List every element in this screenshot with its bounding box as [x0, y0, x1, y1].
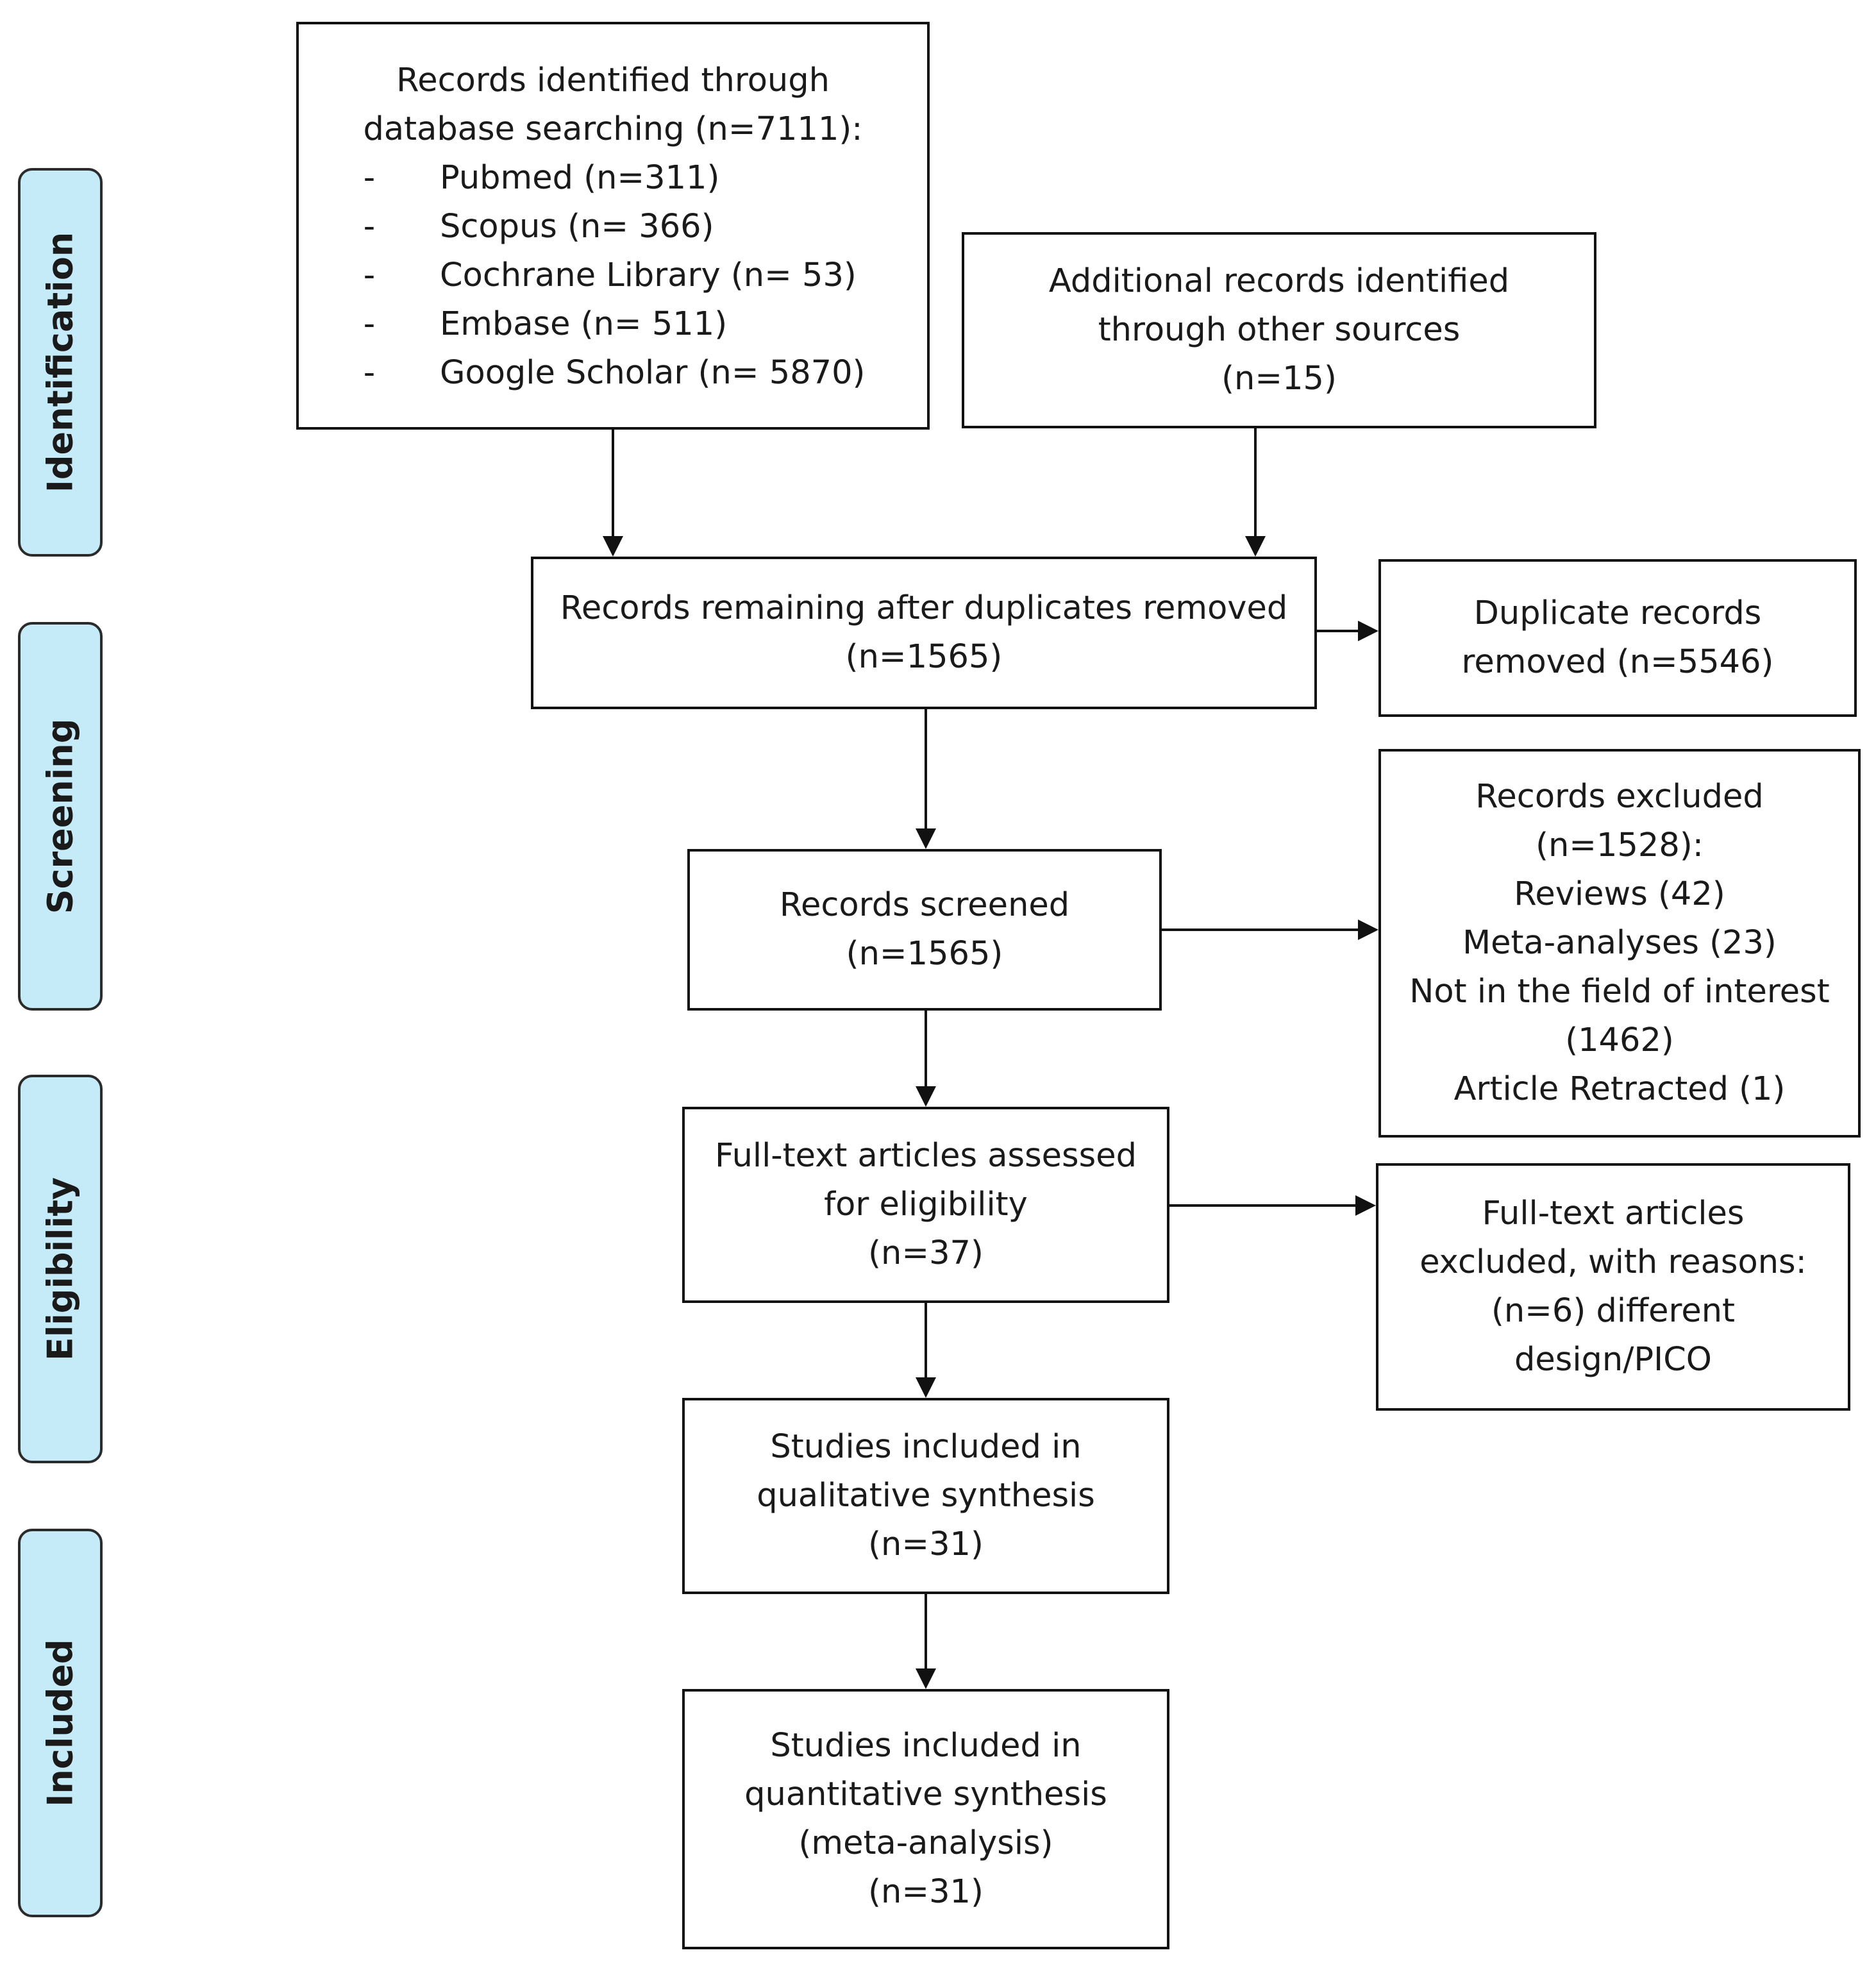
- quantitative-synthesis-line-3: (meta-analysis): [798, 1824, 1053, 1862]
- phase-included: Included: [18, 1529, 103, 1917]
- records-excluded-line-7: Article Retracted (1): [1453, 1070, 1786, 1108]
- other-sources-line-2: through other sources: [1098, 311, 1461, 349]
- records-screened-line-2: (n=1565): [846, 935, 1003, 973]
- eligibility-assessed-line-3: (n=37): [868, 1234, 984, 1272]
- duplicates-removed-line-2: removed (n=5546): [1461, 643, 1774, 681]
- other-sources-box: Additional records identified through ot…: [962, 232, 1596, 428]
- source-dash: -: [363, 256, 376, 294]
- source-label: Pubmed (n=311): [440, 159, 720, 197]
- source-label: Cochrane Library (n= 53): [440, 256, 857, 294]
- records-screened-line-1: Records screened: [779, 886, 1070, 924]
- records-excluded-line-4: Meta-analyses (23): [1462, 924, 1777, 962]
- qualitative-synthesis-line-1: Studies included in: [770, 1428, 1082, 1466]
- qualitative-synthesis-box: Studies included in qualitative synthesi…: [682, 1398, 1169, 1594]
- source-label: Scopus (n= 366): [440, 208, 714, 246]
- quantitative-synthesis-line-1: Studies included in: [770, 1727, 1082, 1765]
- source-item-google-scholar: - Google Scholar (n= 5870): [299, 349, 927, 398]
- database-records-line-2: database searching (n=7111):: [363, 110, 863, 148]
- eligibility-assessed-line-1: Full-text articles assessed: [715, 1137, 1137, 1175]
- database-records-box: Records identified through database sear…: [296, 22, 930, 430]
- other-sources-line-3: (n=15): [1221, 360, 1337, 398]
- duplicates-removed-line-1: Duplicate records: [1473, 594, 1762, 632]
- fulltext-excluded-line-4: design/PICO: [1514, 1341, 1712, 1379]
- phase-screening: Screening: [18, 622, 103, 1011]
- records-excluded-line-2: (n=1528):: [1536, 827, 1704, 864]
- source-dash: -: [363, 208, 376, 246]
- eligibility-assessed-box: Full-text articles assessed for eligibil…: [682, 1107, 1169, 1303]
- database-source-list: - Pubmed (n=311) - Scopus (n= 366) - Coc…: [299, 154, 927, 398]
- qualitative-synthesis-line-2: qualitative synthesis: [757, 1477, 1095, 1515]
- records-excluded-line-1: Records excluded: [1475, 778, 1764, 816]
- source-label: Google Scholar (n= 5870): [440, 354, 866, 392]
- records-screened-box: Records screened (n=1565): [687, 849, 1162, 1011]
- fulltext-excluded-box: Full-text articles excluded, with reason…: [1376, 1163, 1850, 1411]
- fulltext-excluded-line-2: excluded, with reasons:: [1420, 1243, 1807, 1281]
- source-item-scopus: - Scopus (n= 366): [299, 203, 927, 251]
- quantitative-synthesis-box: Studies included in quantitative synthes…: [682, 1689, 1169, 1949]
- source-item-pubmed: - Pubmed (n=311): [299, 154, 927, 203]
- fulltext-excluded-line-3: (n=6) different: [1491, 1292, 1736, 1330]
- quantitative-synthesis-line-4: (n=31): [868, 1873, 984, 1911]
- source-label: Embase (n= 511): [440, 305, 728, 343]
- quantitative-synthesis-line-2: quantitative synthesis: [744, 1776, 1107, 1813]
- source-dash: -: [363, 159, 376, 197]
- other-sources-line-1: Additional records identified: [1048, 262, 1510, 300]
- source-item-embase: - Embase (n= 511): [299, 300, 927, 349]
- records-excluded-line-6: (1462): [1565, 1021, 1674, 1059]
- records-excluded-box: Records excluded (n=1528): Reviews (42) …: [1378, 749, 1861, 1138]
- source-item-cochrane: - Cochrane Library (n= 53): [299, 251, 927, 300]
- after-duplicates-line-1: Records remaining after duplicates remov…: [560, 589, 1288, 627]
- phase-identification: Identification: [18, 168, 103, 557]
- after-duplicates-box: Records remaining after duplicates remov…: [531, 557, 1317, 709]
- phase-eligibility: Eligibility: [18, 1075, 103, 1463]
- qualitative-synthesis-line-3: (n=31): [868, 1525, 984, 1563]
- source-dash: -: [363, 305, 376, 343]
- duplicates-removed-box: Duplicate records removed (n=5546): [1378, 559, 1857, 717]
- fulltext-excluded-line-1: Full-text articles: [1482, 1195, 1745, 1232]
- source-dash: -: [363, 354, 376, 392]
- after-duplicates-line-2: (n=1565): [845, 638, 1003, 676]
- records-excluded-line-3: Reviews (42): [1514, 875, 1725, 913]
- database-records-line-1: Records identified through: [396, 62, 830, 99]
- eligibility-assessed-line-2: for eligibility: [824, 1186, 1028, 1223]
- records-excluded-line-5: Not in the field of interest: [1409, 973, 1830, 1011]
